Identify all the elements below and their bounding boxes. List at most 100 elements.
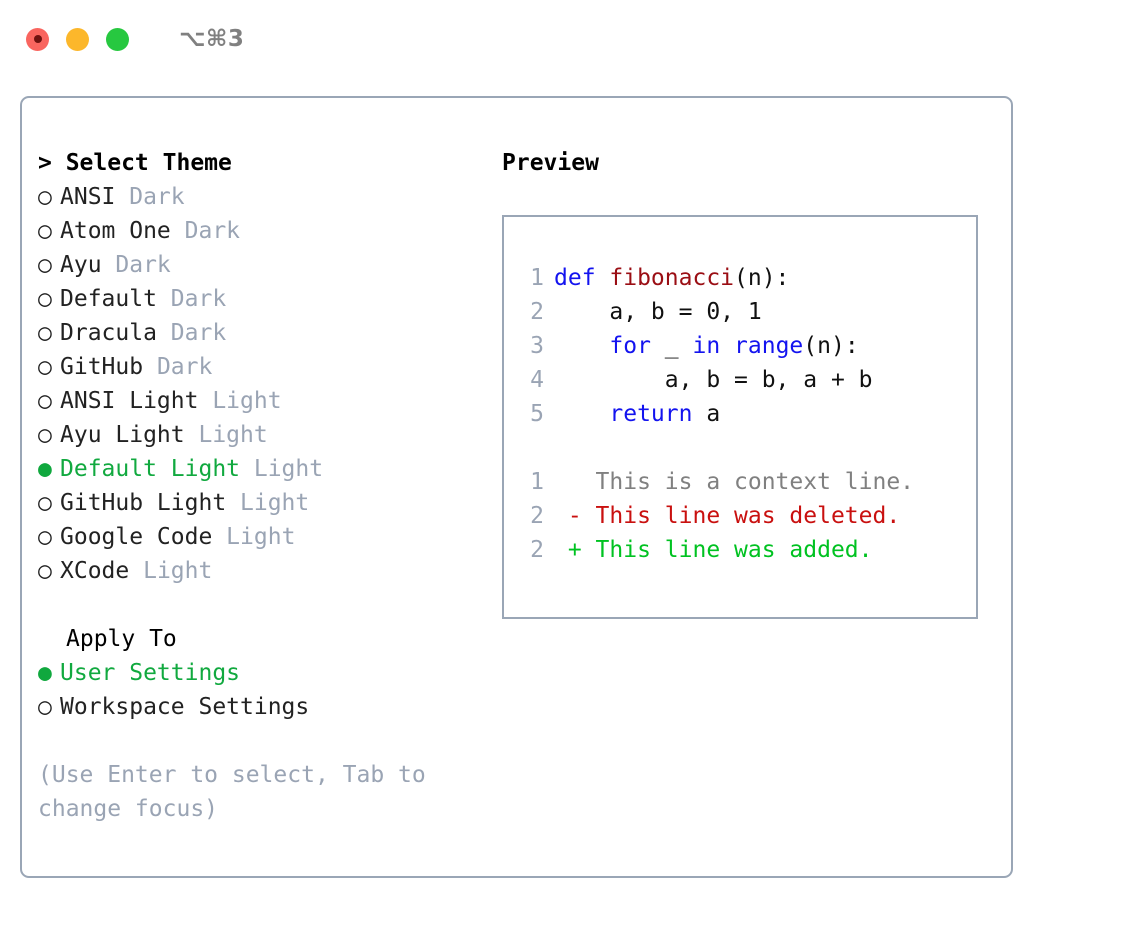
theme-option-tag: Dark [170,218,241,244]
theme-selection-column: > Select Theme ○ANSI Dark○Atom One Dark○… [38,146,488,826]
code-line-number: 2 [530,299,544,325]
code-token: (n): [803,333,859,359]
window-titlebar: ⌥⌘3 [0,0,1140,78]
radio-selected-icon: ● [38,456,52,482]
code-token: _ [650,333,693,359]
theme-option-github-light[interactable]: ○ GitHub Light Light [38,486,488,520]
theme-option-tag: Dark [143,354,213,380]
theme-option-label: Default [60,286,157,312]
diff-line-added: 2 + This line was added. [504,533,976,567]
window-controls [26,27,129,51]
apply-to-list: ● User Settings ○Workspace Settings [38,656,488,724]
minimize-window-button[interactable] [66,27,89,51]
code-token: return [609,401,693,427]
theme-option-xcode[interactable]: ○ XCode Light [38,554,488,588]
theme-option-label: ANSI [60,184,116,210]
diff-line-number: 2 [530,537,544,563]
theme-list: ○ANSI Dark○Atom One Dark○Ayu Dark○Defaul… [38,180,488,588]
theme-option-label: ANSI Light [60,388,199,414]
apply-to-option-user-settings[interactable]: ● User Settings [38,656,488,690]
theme-option-label: Dracula [60,320,157,346]
theme-option-tag: Dark [156,286,227,312]
theme-option-tag: Light [240,456,324,482]
radio-unselected-icon: ○ [38,388,52,414]
radio-unselected-icon: ○ [38,524,52,550]
theme-option-ansi-light[interactable]: ○ ANSI Light Light [38,384,488,418]
radio-unselected-icon: ○ [38,184,52,210]
radio-unselected-icon: ○ [38,490,52,516]
code-line-number: 1 [530,265,544,291]
theme-option-google-code[interactable]: ○ Google Code Light [38,520,488,554]
diff-text: This line was added. [595,537,873,563]
diff-text: This is a context line. [595,469,915,495]
close-window-button[interactable] [26,27,49,51]
theme-option-ayu-light[interactable]: ○Ayu Light Light [38,418,488,452]
theme-option-tag: Dark [101,252,171,278]
theme-option-label: GitHub Light [60,490,227,516]
radio-unselected-icon: ○ [38,286,52,312]
code-token: (n): [734,265,790,291]
theme-option-atom-one[interactable]: ○ Atom One Dark [38,214,488,248]
code-line-number: 5 [530,401,544,427]
code-token [720,333,734,359]
theme-option-tag: Light [129,558,213,584]
radio-selected-icon: ● [38,660,52,686]
radio-unselected-icon: ○ [38,218,52,244]
theme-option-label: Google Code [60,524,213,550]
diff-sample: 1 This is a context line. 2 - This line w… [504,465,976,567]
maximize-window-button[interactable] [106,27,129,51]
theme-option-github[interactable]: ○ GitHub Dark [38,350,488,384]
theme-option-tag: Dark [115,184,185,210]
main-panel: > Select Theme ○ANSI Dark○Atom One Dark○… [20,96,1013,878]
code-line-number: 4 [530,367,544,393]
radio-unselected-icon: ○ [38,252,52,278]
theme-option-default[interactable]: ○ Default Dark [38,282,488,316]
code-token: range [734,333,804,359]
diff-line-number: 2 [530,503,544,529]
code-token [554,333,609,359]
keyboard-shortcut-label: ⌥⌘3 [179,26,245,52]
theme-option-tag: Light [184,422,268,448]
theme-option-default-light[interactable]: ●Default Light Light [38,452,488,486]
apply-to-option-label: Workspace Settings [60,694,310,720]
diff-text: This line was deleted. [595,503,901,529]
theme-option-tag: Dark [156,320,227,346]
theme-option-ayu[interactable]: ○Ayu Dark [38,248,488,282]
theme-option-tag: Light [212,524,296,550]
apply-to-heading: Apply To [66,626,177,652]
theme-option-tag: Light [226,490,310,516]
code-line: 4 a, b = b, a + b [504,363,976,397]
theme-option-label: GitHub [60,354,144,380]
theme-option-ansi[interactable]: ○ ANSI Dark [38,180,488,214]
select-theme-heading: > Select Theme [38,150,232,176]
code-line: 5 return a [504,397,976,431]
code-token: for [609,333,651,359]
code-token: fibonacci [609,265,735,291]
keyboard-hint-text: (Use Enter to select, Tab to change focu… [38,762,440,822]
diff-line-number: 1 [530,469,544,495]
theme-option-tag: Light [198,388,282,414]
code-line: 3 for _ in range(n): [504,329,976,363]
theme-option-label: Atom One [60,218,171,244]
code-token: a, b = b, a + b [554,367,873,393]
apply-to-option-workspace-settings[interactable]: ○Workspace Settings [38,690,488,724]
radio-unselected-icon: ○ [38,320,52,346]
diff-line-context: 1 This is a context line. [504,465,976,499]
section-spacer [38,588,488,622]
radio-unselected-icon: ○ [38,354,52,380]
code-diff-separator [504,431,976,465]
diff-marker: + [554,537,596,563]
theme-option-label: XCode [60,558,130,584]
theme-option-label: Ayu Light [60,422,185,448]
theme-option-dracula[interactable]: ○ Dracula Dark [38,316,488,350]
code-token [554,401,609,427]
code-token: in [692,333,721,359]
diff-marker: - [554,503,596,529]
apply-to-option-label: User Settings [60,660,241,686]
radio-unselected-icon: ○ [38,558,52,584]
code-token: a [692,401,721,427]
code-token: a, b = 0, 1 [554,299,762,325]
